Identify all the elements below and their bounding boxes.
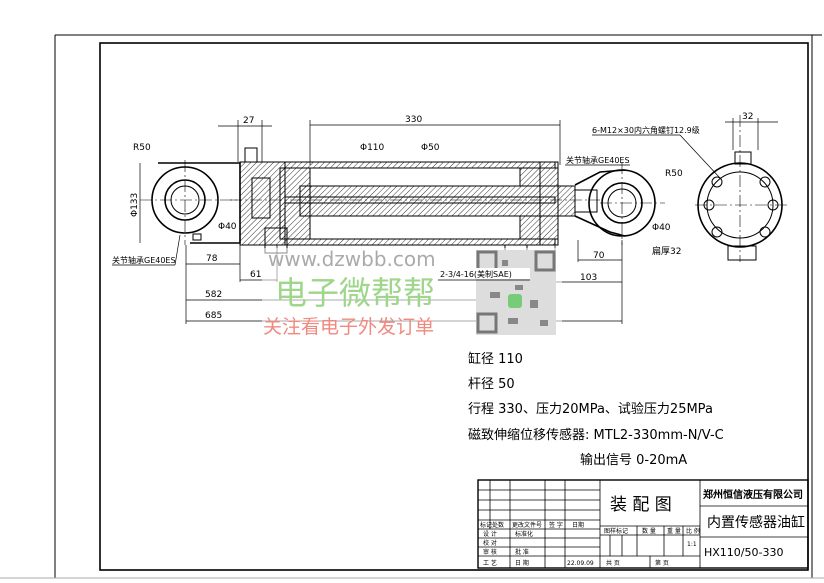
port-label: 2-3/4-16(美制SAE) xyxy=(440,269,512,279)
header-mark: 标记 xyxy=(480,521,492,529)
bearing-right-label: 关节轴承GE40ES xyxy=(566,155,630,165)
dim-27: 27 xyxy=(243,116,254,126)
spec-output: 输出信号 0-20mA xyxy=(580,452,687,468)
watermark-slogan: 关注看电子外发订单 xyxy=(263,316,434,338)
header-date: 日期 xyxy=(572,521,584,529)
dim-582: 582 xyxy=(205,290,222,300)
spec-notes: 缸径 110 杆径 50 行程 330、压力20MPa、试验压力25MPa 磁致… xyxy=(468,351,724,468)
dim-phi110: Φ110 xyxy=(360,143,385,153)
dim-103: 103 xyxy=(580,273,597,283)
stage-label: 图样标记 xyxy=(604,527,628,535)
spec-rod: 杆径 50 xyxy=(468,377,515,392)
weight-label: 重 量 xyxy=(667,527,681,535)
row-check: 校 对 xyxy=(483,539,497,547)
dim-phi40-right: Φ40 xyxy=(652,223,671,233)
header-count: 处数 xyxy=(492,521,504,529)
model-number: HX110/50-330 xyxy=(704,546,783,559)
dim-78: 78 xyxy=(206,254,218,264)
bearing-left-label: 关节轴承GE40ES xyxy=(112,255,176,265)
watermark-brand: 电子微帮帮 xyxy=(275,274,435,312)
end-view xyxy=(695,115,790,262)
dim-r50-left: R50 xyxy=(133,143,151,153)
rod-eye xyxy=(574,162,665,245)
approve-label: 批 准 xyxy=(515,548,529,556)
drawing-type: 装 配 图 xyxy=(610,495,672,515)
qty-label: 数 量 xyxy=(642,527,656,535)
date-label: 日 期 xyxy=(515,559,529,567)
dim-70: 70 xyxy=(593,251,605,261)
dim-r50-right: R50 xyxy=(665,169,683,179)
company-name: 郑州恒信液压有限公司 xyxy=(703,488,803,501)
spec-stroke: 行程 330、压力20MPa、试验压力25MPa xyxy=(468,401,713,417)
dim-685: 685 xyxy=(205,311,222,321)
row-process: 工 艺 xyxy=(483,559,497,567)
dim-phi133: Φ133 xyxy=(130,193,140,217)
header-sign: 签 字 xyxy=(549,521,563,529)
left-clevis xyxy=(140,160,241,245)
dimension-labels: 27 330 Φ110 Φ50 R50 Φ133 Φ40 关节轴承GE40ES … xyxy=(112,112,753,321)
watermark: www.dzwbb.com 电子微帮帮 关注看电子外发订单 xyxy=(262,247,562,340)
dim-32: 32 xyxy=(742,112,753,122)
part-name: 内置传感器油缸 xyxy=(707,514,805,531)
watermark-url: www.dzwbb.com xyxy=(268,247,436,271)
port-annotation: 2-3/4-16(美制SAE) xyxy=(438,268,530,281)
row-design: 设 计 xyxy=(483,530,497,538)
spec-sensor: 磁致伸缩位移传感器: MTL2-330mm-N/V-C xyxy=(468,427,724,443)
title-block xyxy=(477,479,809,569)
row-review: 审 核 xyxy=(483,548,497,556)
bolts-label: 6-M12×30内六角螺钉12.9级 xyxy=(592,125,700,135)
total-pages: 共 页 xyxy=(606,559,620,567)
scale-value: 1:1 xyxy=(687,541,697,548)
title-block-text: 标记 处数 更改文件号 签 字 日期 设 计 校 对 审 核 工 艺 标准化 批… xyxy=(480,488,805,567)
sheet-frame xyxy=(0,34,824,579)
dim-thickness: 扁厚32 xyxy=(652,245,681,257)
date-value: 22.09.09 xyxy=(567,560,594,567)
dim-phi50: Φ50 xyxy=(421,143,440,153)
ratio-label: 比 例 xyxy=(686,527,700,535)
spec-bore: 缸径 110 xyxy=(468,351,523,367)
header-doc: 更改文件号 xyxy=(512,521,542,529)
dim-330: 330 xyxy=(405,115,422,125)
qr-code-icon xyxy=(476,250,556,335)
sheet-number: 第 页 xyxy=(655,559,669,567)
dim-phi40-left: Φ40 xyxy=(218,222,237,232)
std-label: 标准化 xyxy=(515,530,533,538)
cylinder-body xyxy=(230,147,600,258)
dim-61: 61 xyxy=(250,270,261,280)
